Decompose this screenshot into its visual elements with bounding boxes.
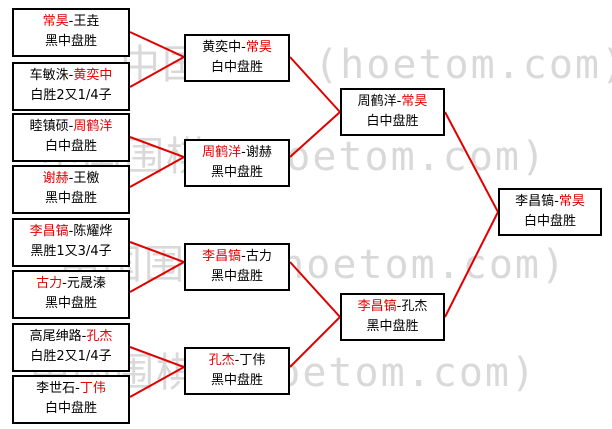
match-result: 黑中盘胜: [210, 373, 263, 388]
player-name: 王垚: [73, 14, 100, 29]
match-result: 白中盘胜: [210, 60, 263, 75]
player-name: 古力: [245, 249, 272, 264]
match-box-r1-7: 高尾绅路-孔杰 白胜2又1/4子: [12, 323, 130, 372]
player-name: 丁伟: [79, 381, 106, 396]
match-result: 黑中盘胜: [366, 319, 419, 334]
player-name: 常昊: [558, 194, 585, 209]
match-box-r2-2: 周鹤洋-谢赫 黑中盘胜: [184, 139, 290, 187]
player-name: 周鹤洋: [73, 119, 113, 134]
match-box-r1-6: 古力-元晟溱 黑中盘胜: [12, 270, 130, 319]
match-result: 黑中盘胜: [44, 34, 97, 49]
match-box-r2-4: 孔杰-丁伟 黑中盘胜: [184, 347, 290, 395]
match-result: 黑中盘胜: [210, 165, 263, 180]
connector-line: [289, 261, 342, 368]
connector-line: [129, 31, 187, 88]
match-result: 黑胜1又3/4子: [30, 244, 112, 259]
player-name: 常昊: [401, 94, 428, 109]
player-name: 谢赫: [42, 171, 69, 186]
match-result: 白中盘胜: [366, 114, 419, 129]
player-name: 睦镇硕: [29, 119, 69, 134]
player-name: 孔杰: [86, 329, 113, 344]
player-name: 周鹤洋: [202, 145, 242, 160]
player-name: 元晟溱: [66, 276, 106, 291]
player-name: 车敏洙: [29, 68, 69, 83]
match-result: 白中盘胜: [44, 401, 97, 416]
player-name: 常昊: [245, 40, 272, 55]
player-name: 黄奕中: [202, 40, 242, 55]
player-name: 丁伟: [239, 353, 266, 368]
match-box-r1-1: 常昊-王垚 黑中盘胜: [12, 8, 130, 57]
match-result: 白胜2又1/4子: [30, 88, 112, 103]
match-box-r2-1: 黄奕中-常昊 白中盘胜: [184, 34, 290, 82]
match-result: 黑中盘胜: [44, 296, 97, 311]
player-name: 孔杰: [208, 353, 235, 368]
match-result: 白中盘胜: [523, 214, 576, 229]
player-name: 周鹤洋: [357, 94, 397, 109]
match-box-r1-4: 谢赫-王檄 黑中盘胜: [12, 165, 130, 214]
player-name: 孔杰: [401, 299, 428, 314]
match-box-r3-2: 李昌镐-孔杰 黑中盘胜: [340, 293, 445, 341]
match-box-r2-3: 李昌镐-古力 黑中盘胜: [184, 243, 290, 291]
connector-line: [444, 111, 500, 318]
connector-line: [129, 241, 187, 293]
match-result: 白中盘胜: [44, 139, 97, 154]
match-box-final: 李昌镐-常昊 白中盘胜: [498, 188, 602, 236]
player-name: 谢赫: [245, 145, 272, 160]
player-name: 李昌镐: [515, 194, 555, 209]
player-name: 李昌镐: [29, 224, 69, 239]
connector-line: [289, 56, 342, 158]
player-name: 王檄: [73, 171, 100, 186]
player-name: 常昊: [42, 14, 69, 29]
connector-line: [129, 346, 187, 398]
match-box-r1-5: 李昌镐-陈耀烨 黑胜1又3/4子: [12, 218, 130, 267]
match-box-r1-8: 李世石-丁伟 白中盘胜: [12, 375, 130, 424]
player-name: 黄奕中: [73, 68, 113, 83]
player-name: 古力: [36, 276, 63, 291]
match-box-r1-2: 车敏洙-黄奕中 白胜2又1/4子: [12, 62, 130, 111]
player-name: 高尾绅路: [29, 329, 82, 344]
match-result: 黑中盘胜: [44, 191, 97, 206]
player-name: 李昌镐: [202, 249, 242, 264]
match-box-r3-1: 周鹤洋-常昊 白中盘胜: [340, 88, 445, 136]
match-result: 黑中盘胜: [210, 269, 263, 284]
player-name: 李昌镐: [357, 299, 397, 314]
match-box-r1-3: 睦镇硕-周鹤洋 白中盘胜: [12, 113, 130, 162]
player-name: 陈耀烨: [73, 224, 113, 239]
player-name: 李世石: [36, 381, 76, 396]
match-result: 白胜2又1/4子: [30, 349, 112, 364]
connector-line: [129, 136, 187, 188]
